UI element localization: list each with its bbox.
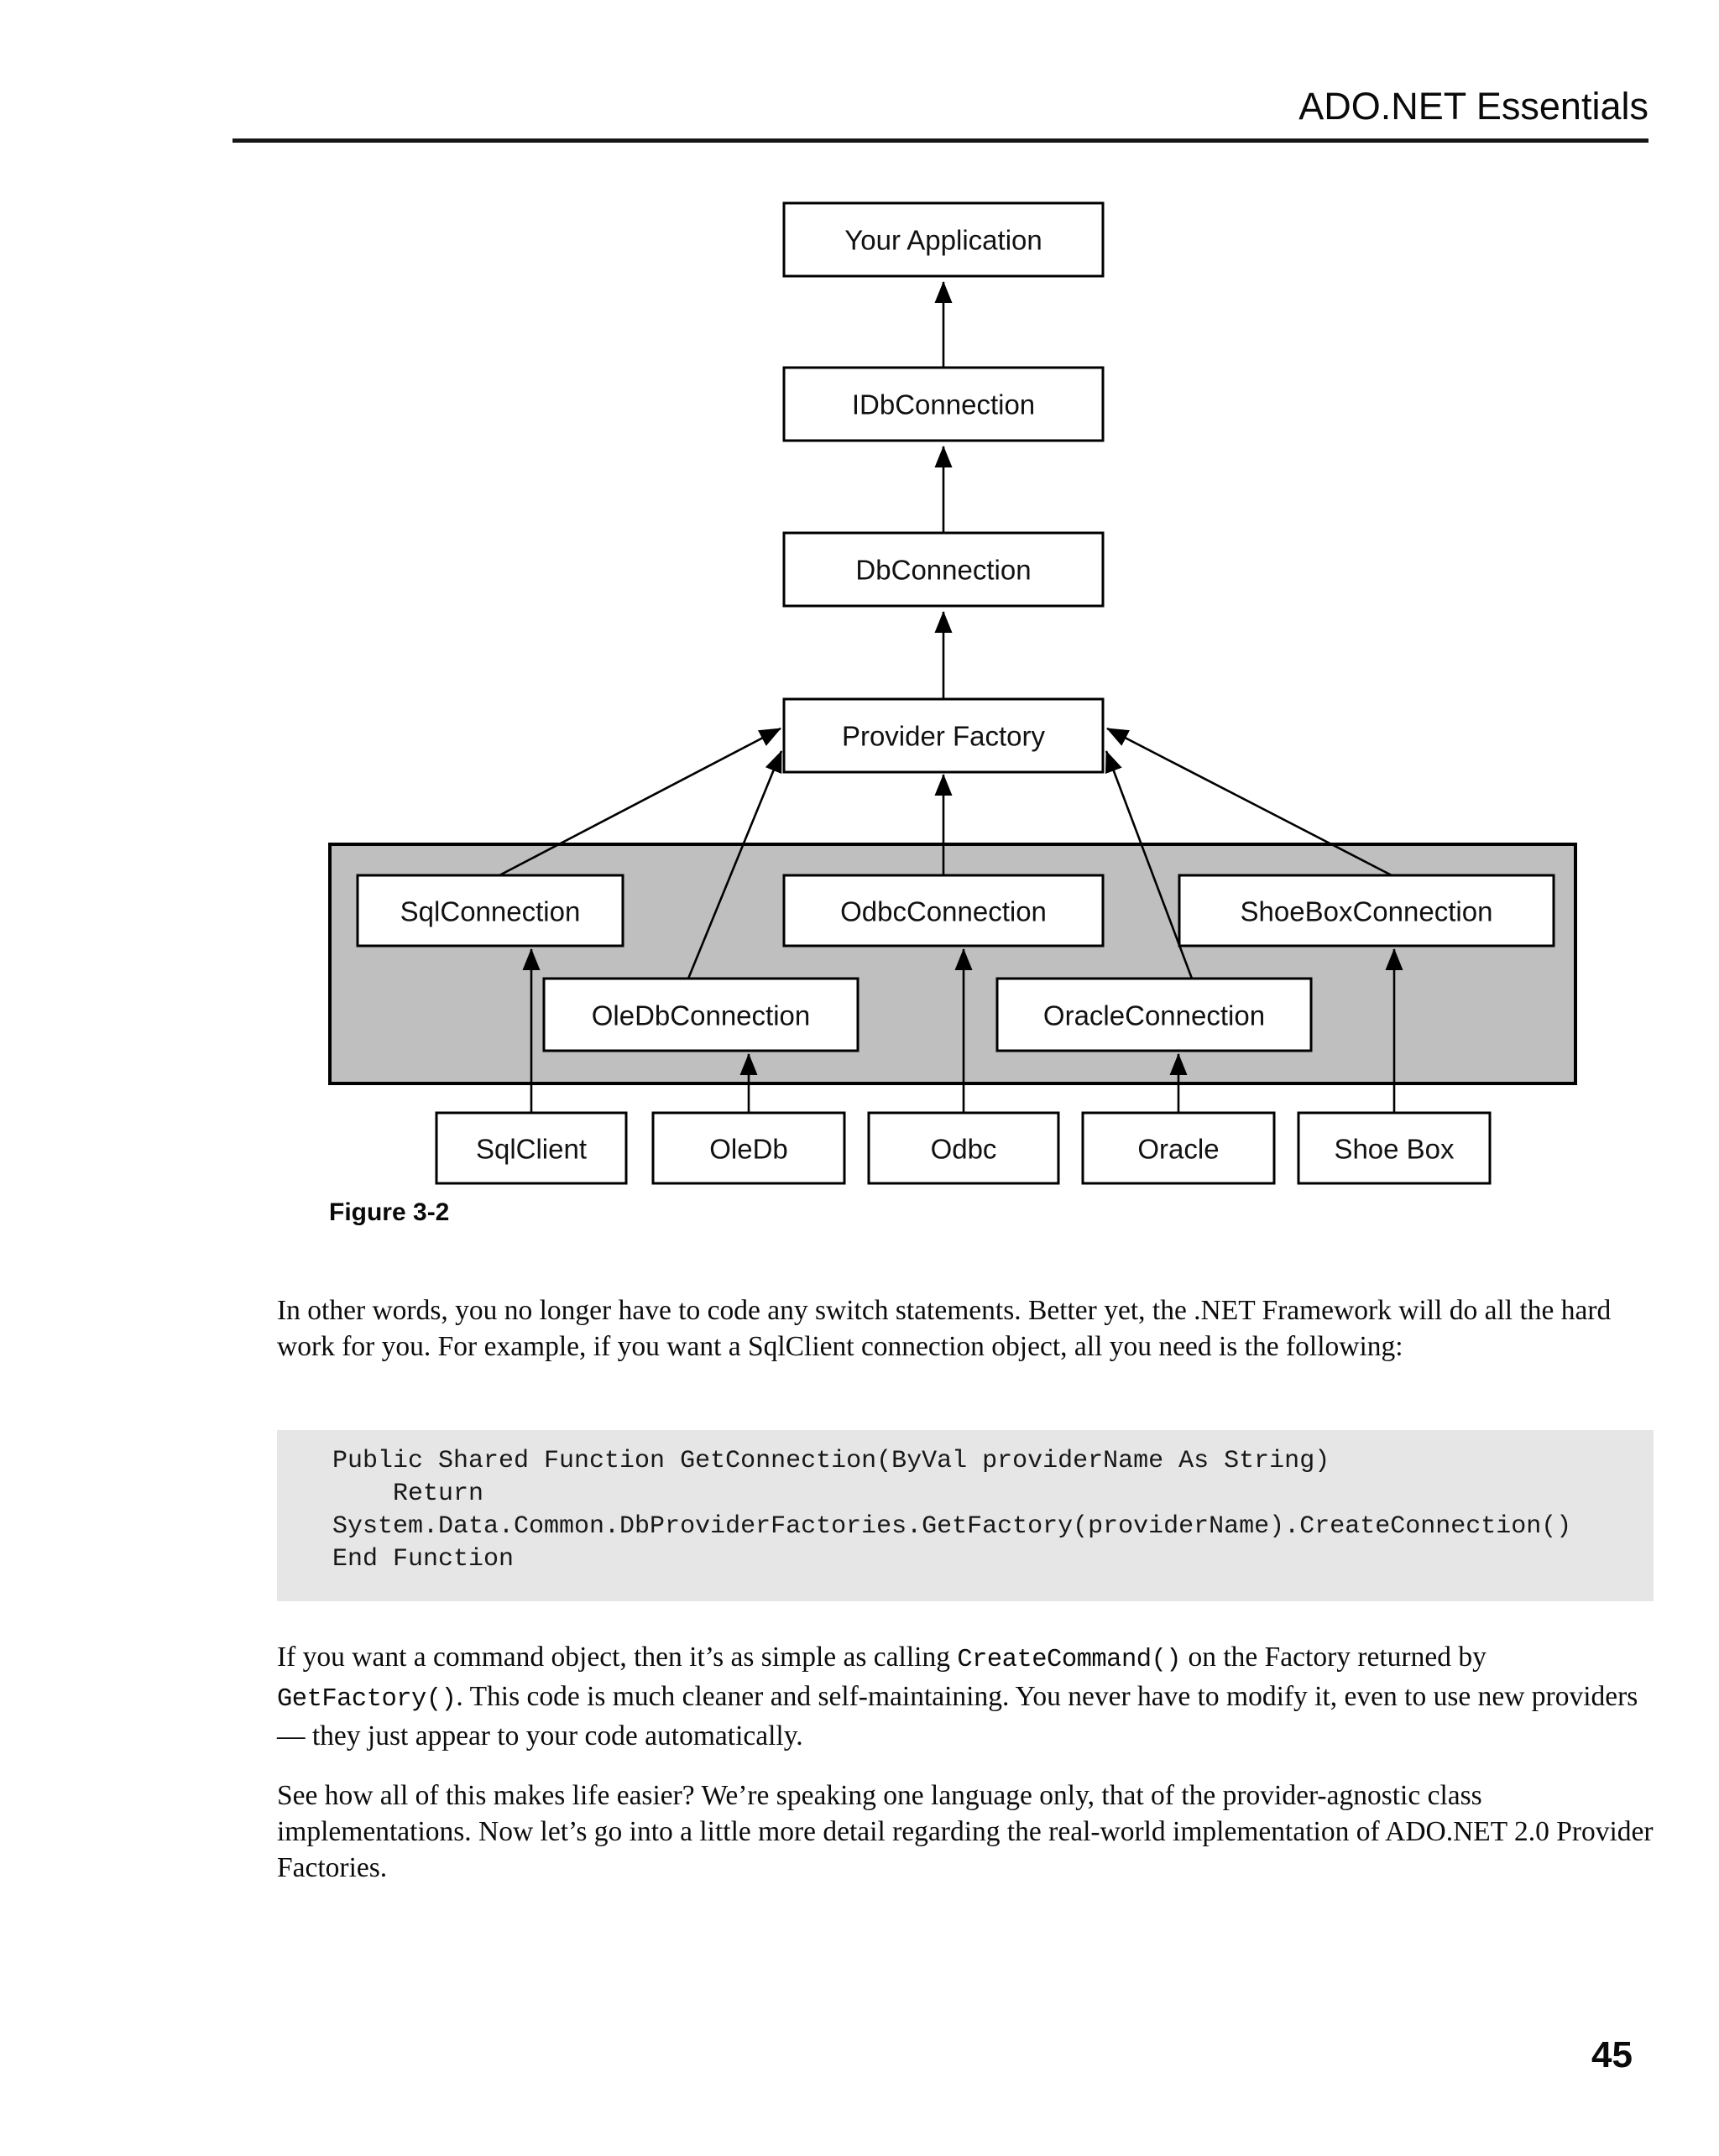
node-box-oracle bbox=[1081, 1111, 1276, 1185]
code-line: System.Data.Common.DbProviderFactories.G… bbox=[332, 1512, 1572, 1541]
code-line: Return bbox=[332, 1480, 484, 1508]
header-rule bbox=[233, 138, 1648, 143]
paragraph-intro: In other words, you no longer have to co… bbox=[277, 1295, 1612, 1362]
node-box-your-application bbox=[782, 201, 1105, 278]
node-label-dbconnection: DbConnection bbox=[855, 555, 1031, 586]
code-block: Public Shared Function GetConnection(ByV… bbox=[277, 1430, 1654, 1601]
paragraph-conclusion: See how all of this makes life easier? W… bbox=[277, 1780, 1654, 1883]
figure-3-2-diagram: Your Application IDbConnection DbConnect… bbox=[328, 201, 1577, 1185]
node-label-provider-factory: Provider Factory bbox=[842, 721, 1046, 752]
arrow-sqlconnection-to-providerfactory bbox=[499, 727, 781, 877]
node-box-shoebox bbox=[1297, 1111, 1492, 1185]
node-label-oledbconnection: OleDbConnection bbox=[592, 1000, 811, 1031]
node-label-sqlconnection: SqlConnection bbox=[400, 896, 581, 927]
node-box-sqlconnection bbox=[356, 874, 624, 947]
node-box-oledbconnection bbox=[542, 977, 860, 1052]
code-line: End Function bbox=[332, 1545, 515, 1574]
paragraph-text-segment: If you want a command object, then it’s … bbox=[277, 1642, 958, 1673]
node-box-provider-factory bbox=[782, 697, 1105, 774]
arrow-oledbconnection-to-providerfactory bbox=[687, 750, 783, 979]
node-box-idbconnection bbox=[782, 366, 1105, 442]
inline-code-createcommand: CreateCommand() bbox=[957, 1646, 1182, 1674]
paragraph-command-object: If you want a command object, then it’s … bbox=[277, 1639, 1660, 1754]
node-label-your-application: Your Application bbox=[844, 225, 1042, 256]
paragraph-text-segment: . This code is much cleaner and self-mai… bbox=[277, 1681, 1638, 1751]
node-box-sqlclient bbox=[435, 1111, 628, 1185]
inline-code-getfactory: GetFactory() bbox=[277, 1685, 457, 1714]
page-number: 45 bbox=[1591, 2034, 1633, 2075]
arrow-shoeboxconnection-to-providerfactory bbox=[1106, 727, 1392, 877]
node-label-oracle: Oracle bbox=[1137, 1134, 1219, 1165]
node-label-odbcconnection: OdbcConnection bbox=[840, 896, 1047, 927]
node-label-odbc: Odbc bbox=[931, 1134, 997, 1165]
node-label-oracleconnection: OracleConnection bbox=[1043, 1000, 1265, 1031]
node-label-idbconnection: IDbConnection bbox=[852, 389, 1035, 420]
node-box-odbcconnection bbox=[782, 874, 1105, 947]
node-box-dbconnection bbox=[782, 531, 1105, 608]
node-label-shoebox: Shoe Box bbox=[1334, 1134, 1455, 1165]
node-box-oledb bbox=[651, 1111, 846, 1185]
node-box-oracleconnection bbox=[995, 977, 1313, 1052]
node-label-oledb: OleDb bbox=[709, 1134, 788, 1165]
node-label-shoeboxconnection: ShoeBoxConnection bbox=[1241, 896, 1493, 927]
code-line: Public Shared Function GetConnection(ByV… bbox=[332, 1447, 1330, 1475]
arrow-oracleconnection-to-providerfactory bbox=[1105, 750, 1194, 979]
paragraph-text-segment: on the Factory returned by bbox=[1181, 1642, 1486, 1673]
node-box-shoeboxconnection bbox=[1178, 874, 1555, 947]
node-label-sqlclient: SqlClient bbox=[476, 1134, 587, 1165]
running-header-title: ADO.NET Essentials bbox=[1298, 85, 1648, 128]
figure-caption: Figure 3-2 bbox=[329, 1198, 450, 1226]
node-box-odbc bbox=[867, 1111, 1060, 1185]
